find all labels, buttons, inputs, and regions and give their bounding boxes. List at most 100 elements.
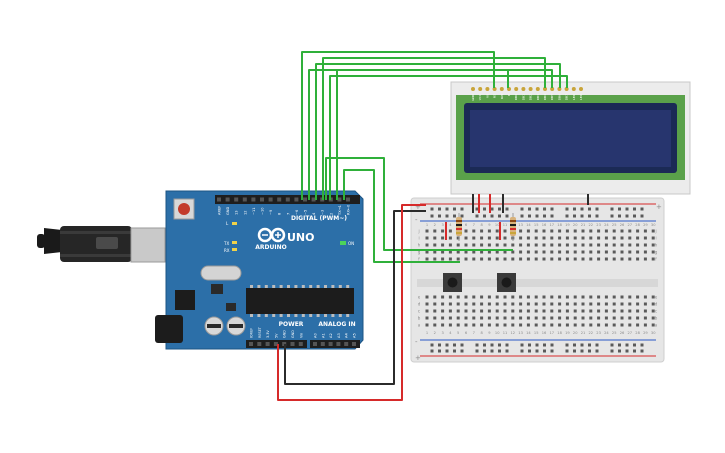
breadboard-hole[interactable] (581, 257, 585, 261)
breadboard-hole[interactable] (597, 309, 601, 313)
breadboard-hole[interactable] (480, 309, 484, 313)
breadboard-hole[interactable] (526, 229, 530, 233)
breadboard-hole[interactable] (565, 250, 569, 254)
breadboard-hole[interactable] (651, 309, 655, 313)
breadboard-hole[interactable] (550, 236, 554, 240)
breadboard-hole[interactable] (534, 309, 538, 313)
breadboard-hole[interactable] (604, 236, 608, 240)
rail-hole[interactable] (453, 349, 456, 353)
breadboard-hole[interactable] (589, 257, 593, 261)
breadboard-hole[interactable] (480, 302, 484, 306)
breadboard-hole[interactable] (503, 295, 507, 299)
breadboard-hole[interactable] (597, 316, 601, 320)
wire-green[interactable] (336, 69, 509, 200)
breadboard-hole[interactable] (651, 316, 655, 320)
breadboard-hole[interactable] (456, 309, 460, 313)
breadboard-hole[interactable] (487, 295, 491, 299)
rail-hole[interactable] (640, 207, 644, 211)
breadboard-hole[interactable] (433, 316, 437, 320)
breadboard-hole[interactable] (511, 295, 515, 299)
rail-hole[interactable] (460, 343, 464, 347)
breadboard-hole[interactable] (636, 229, 640, 233)
breadboard-hole[interactable] (519, 323, 523, 327)
rail-hole[interactable] (535, 349, 539, 353)
rail-hole[interactable] (618, 214, 621, 218)
breadboard-hole[interactable] (573, 236, 577, 240)
breadboard-hole[interactable] (511, 243, 515, 247)
breadboard-hole[interactable] (425, 302, 429, 306)
digital-pin[interactable] (311, 197, 316, 202)
rail-hole[interactable] (618, 343, 621, 347)
breadboard-hole[interactable] (558, 257, 562, 261)
lcd-pin[interactable] (528, 87, 533, 91)
breadboard-hole[interactable] (628, 316, 632, 320)
breadboard-hole[interactable] (604, 229, 608, 233)
breadboard-hole[interactable] (550, 257, 554, 261)
breadboard-hole[interactable] (581, 323, 585, 327)
breadboard-hole[interactable] (636, 316, 640, 320)
rail-hole[interactable] (490, 207, 494, 211)
breadboard-hole[interactable] (643, 323, 647, 327)
breadboard-hole[interactable] (511, 309, 515, 313)
breadboard-hole[interactable] (425, 236, 429, 240)
breadboard-hole[interactable] (581, 302, 585, 306)
breadboard-hole[interactable] (581, 250, 585, 254)
power-pin[interactable] (265, 342, 270, 346)
rail-hole[interactable] (550, 207, 554, 211)
breadboard-hole[interactable] (558, 309, 562, 313)
breadboard-hole[interactable] (480, 323, 484, 327)
breadboard-hole[interactable] (534, 295, 538, 299)
lcd-pin[interactable] (499, 87, 504, 91)
rail-hole[interactable] (618, 349, 621, 353)
breadboard-hole[interactable] (425, 243, 429, 247)
breadboard-hole[interactable] (573, 257, 577, 261)
lcd-pin[interactable] (471, 87, 475, 91)
breadboard-hole[interactable] (565, 295, 569, 299)
breadboard-hole[interactable] (472, 250, 476, 254)
breadboard-hole[interactable] (636, 257, 640, 261)
breadboard-hole[interactable] (558, 302, 562, 306)
rail-hole[interactable] (505, 343, 509, 347)
breadboard-hole[interactable] (534, 257, 538, 261)
digital-pin[interactable] (277, 197, 282, 202)
push-button[interactable] (443, 273, 462, 292)
rail-hole[interactable] (498, 349, 501, 353)
breadboard-hole[interactable] (519, 229, 523, 233)
breadboard-hole[interactable] (565, 229, 569, 233)
digital-pin[interactable] (242, 197, 247, 202)
breadboard-hole[interactable] (589, 302, 593, 306)
breadboard-hole[interactable] (425, 323, 429, 327)
breadboard-hole[interactable] (651, 236, 655, 240)
breadboard-hole[interactable] (581, 236, 585, 240)
rail-hole[interactable] (550, 343, 554, 347)
breadboard-hole[interactable] (597, 250, 601, 254)
rail-hole[interactable] (625, 214, 629, 218)
rail-hole[interactable] (595, 349, 599, 353)
breadboard-hole[interactable] (550, 295, 554, 299)
rail-hole[interactable] (625, 207, 629, 211)
breadboard-hole[interactable] (425, 250, 429, 254)
breadboard-hole[interactable] (550, 302, 554, 306)
breadboard-hole[interactable] (612, 302, 616, 306)
breadboard-hole[interactable] (487, 250, 491, 254)
breadboard-hole[interactable] (597, 257, 601, 261)
breadboard-hole[interactable] (550, 316, 554, 320)
breadboard-hole[interactable] (448, 316, 452, 320)
rail-hole[interactable] (498, 343, 501, 347)
breadboard-hole[interactable] (620, 309, 624, 313)
breadboard-hole[interactable] (620, 229, 624, 233)
breadboard-hole[interactable] (534, 302, 538, 306)
breadboard[interactable]: + + - 1234567891011121314151617181920212… (410, 197, 665, 363)
breadboard-hole[interactable] (519, 257, 523, 261)
breadboard-hole[interactable] (558, 229, 562, 233)
breadboard-hole[interactable] (597, 302, 601, 306)
breadboard-hole[interactable] (487, 302, 491, 306)
breadboard-hole[interactable] (441, 250, 445, 254)
rail-hole[interactable] (565, 349, 569, 353)
breadboard-hole[interactable] (581, 243, 585, 247)
rail-hole[interactable] (498, 214, 501, 218)
breadboard-hole[interactable] (589, 250, 593, 254)
rail-hole[interactable] (490, 343, 494, 347)
rail-hole[interactable] (475, 207, 479, 211)
